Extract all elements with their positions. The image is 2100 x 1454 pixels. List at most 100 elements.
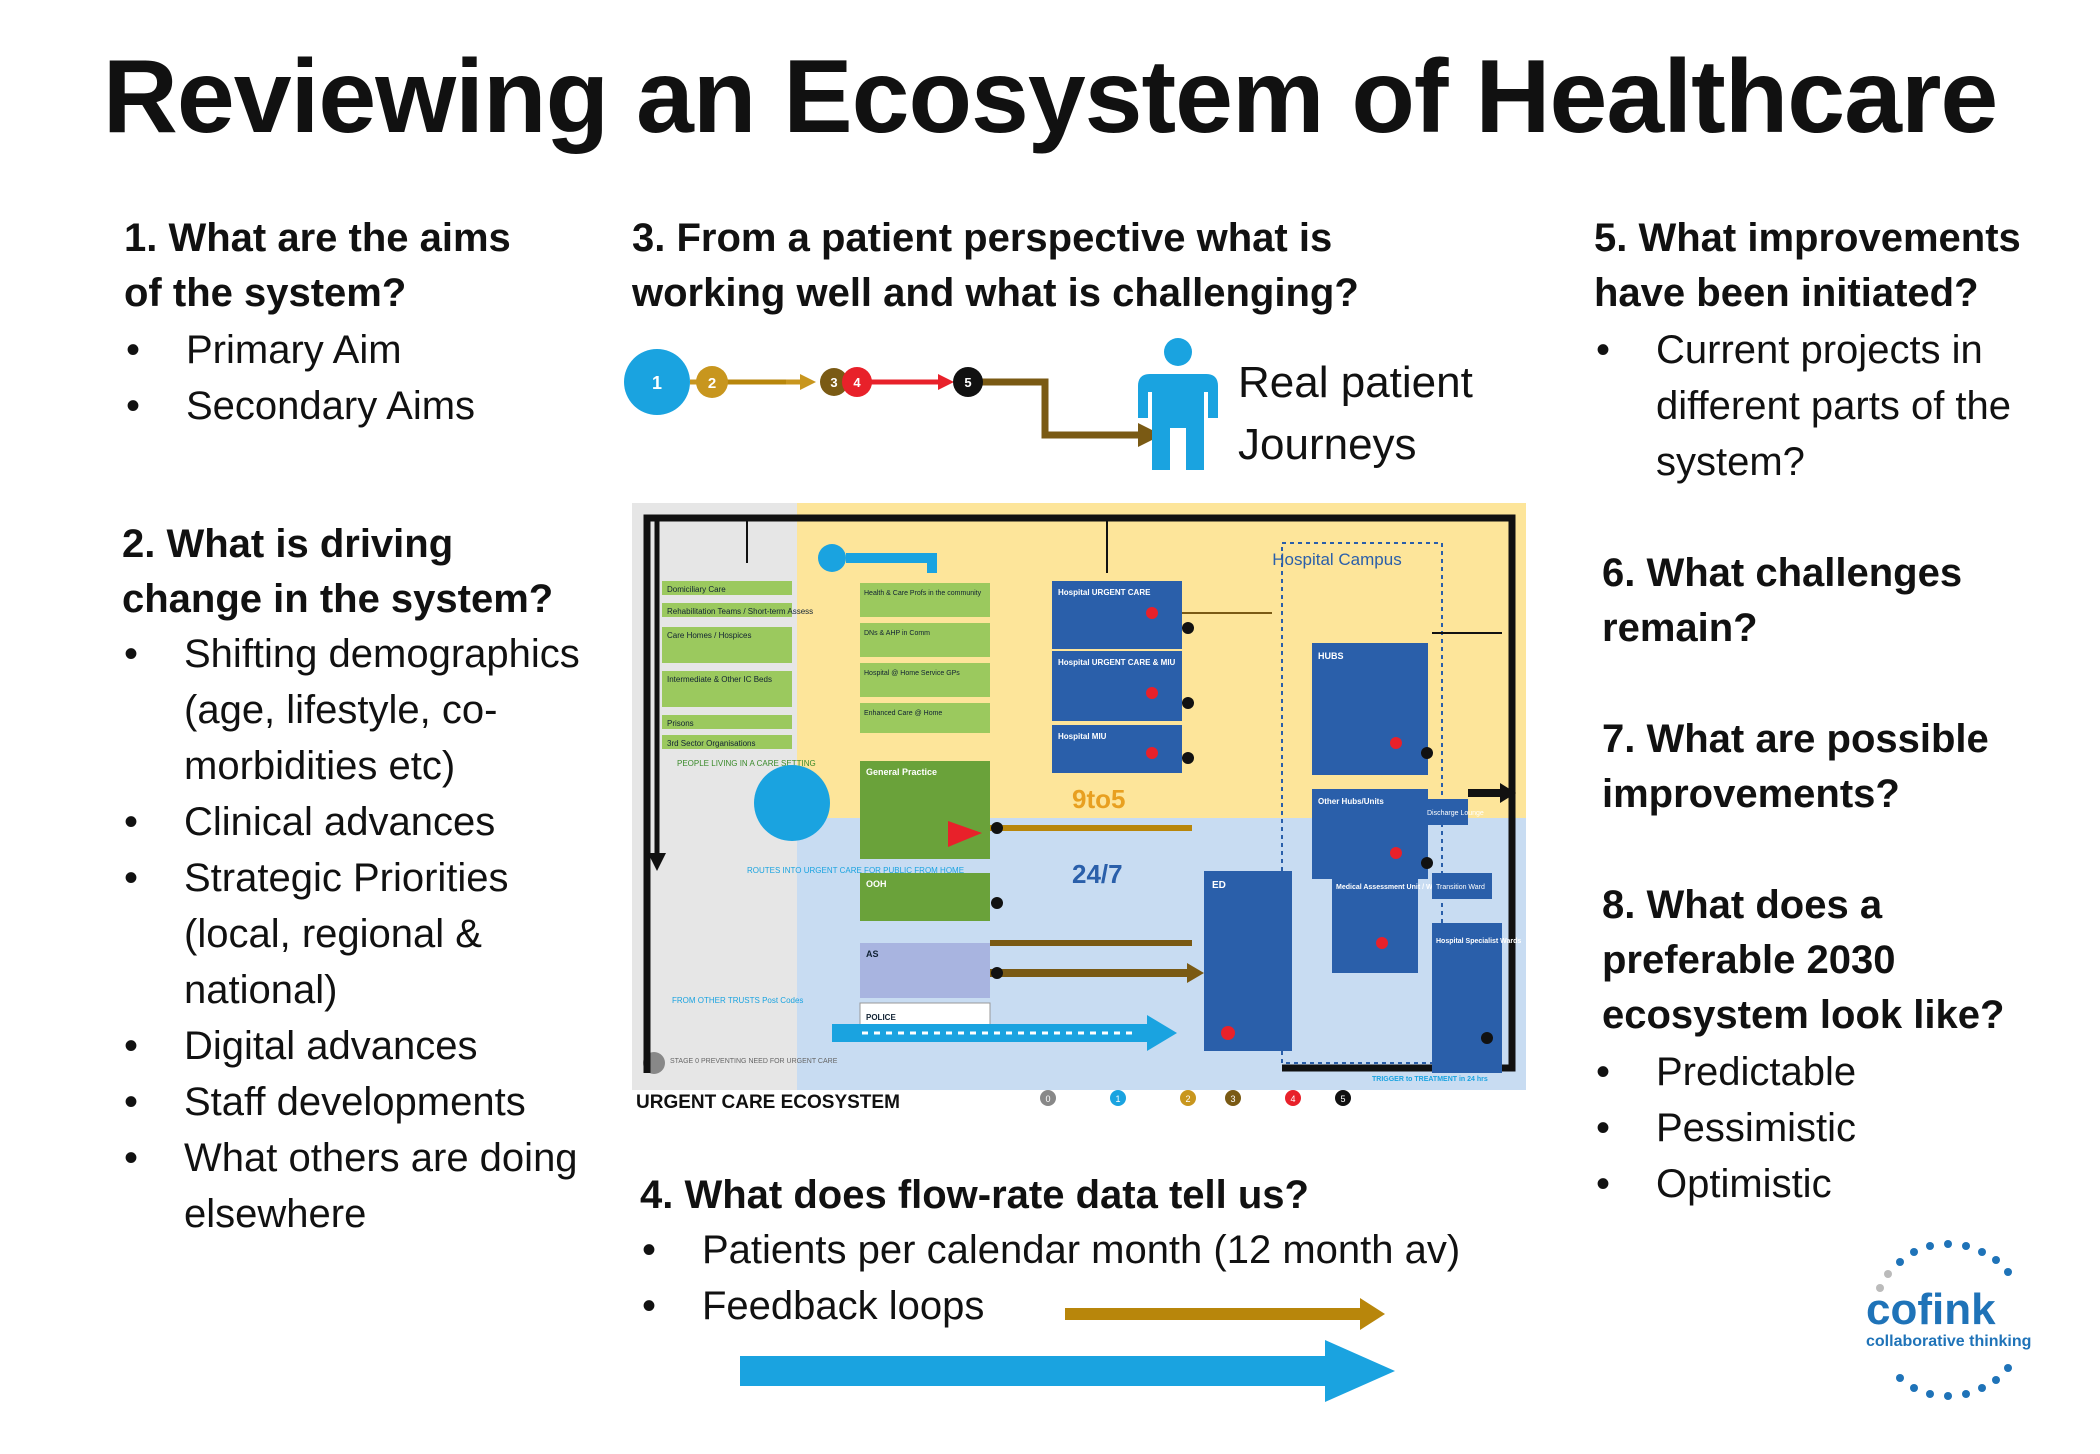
- list-item: What others are doing elsewhere: [122, 1130, 582, 1242]
- svg-text:3: 3: [1230, 1094, 1235, 1104]
- svg-text:DNs & AHP in Comm: DNs & AHP in Comm: [864, 630, 930, 637]
- transition-ward-label: Transition Ward: [1436, 884, 1485, 891]
- svg-text:Hospital MIU: Hospital MIU: [1058, 732, 1107, 741]
- journey-step-4: 4: [842, 367, 872, 397]
- list-item: Strategic Priorities (local, regional & …: [122, 850, 582, 1018]
- page-title: Reviewing an Ecosystem of Healthcare: [102, 39, 1999, 155]
- svg-text:1: 1: [1115, 1094, 1120, 1104]
- logo-tagline: collaborative thinking: [1866, 1333, 2032, 1350]
- svg-text:ED: ED: [1212, 880, 1226, 891]
- list-item: Feedback loops: [640, 1278, 1520, 1334]
- section-5-list: Current projects in different parts of t…: [1594, 322, 2034, 490]
- hospital-specialist-wards-box: [1432, 923, 1502, 1073]
- svg-text:Hospital URGENT CARE: Hospital URGENT CARE: [1058, 588, 1151, 597]
- svg-text:4: 4: [853, 375, 861, 390]
- list-item: Primary Aim: [124, 322, 604, 378]
- list-item: Optimistic: [1594, 1156, 2034, 1212]
- heading-line: of the system?: [124, 271, 407, 315]
- journey-step-2: 2: [696, 366, 728, 398]
- logo-wordmark: cofink: [1866, 1285, 1996, 1334]
- svg-text:4: 4: [1290, 1094, 1295, 1104]
- journey-caption: Real patient Journeys: [1238, 352, 1473, 476]
- heading-line: 1. What are the aims: [124, 216, 511, 260]
- list-item: Pessimistic: [1594, 1100, 2034, 1156]
- svg-text:HUBS: HUBS: [1318, 651, 1344, 661]
- section-5-heading: 5. What improvements have been initiated…: [1594, 211, 2021, 321]
- svg-text:Domiciliary Care: Domiciliary Care: [667, 585, 726, 594]
- community-rows: Health & Care Profs in the community DNs…: [860, 583, 990, 733]
- section-4-heading: 4. What does flow-rate data tell us?: [640, 1173, 1309, 1217]
- medical-assessment-unit-box: [1332, 873, 1418, 973]
- svg-text:5: 5: [964, 375, 971, 390]
- nine-to-five-label: 9to5: [1072, 784, 1125, 814]
- patient-figure-icon: [1138, 338, 1218, 470]
- heading-line: 5. What improvements: [1594, 216, 2021, 260]
- section-8-heading: 8. What does a preferable 2030 ecosystem…: [1602, 878, 2004, 1043]
- svg-text:1: 1: [652, 373, 662, 393]
- heading-line: improvements?: [1602, 772, 1900, 816]
- svg-text:Prisons: Prisons: [667, 719, 694, 728]
- heading-line: preferable 2030: [1602, 938, 1896, 982]
- section-6-heading: 6. What challenges remain?: [1602, 546, 1962, 656]
- journey-step-5: 5: [953, 367, 983, 397]
- section-1-list: Primary Aim Secondary Aims: [124, 322, 604, 434]
- feedback-loop-arrows: [740, 1298, 1395, 1402]
- routes-into-label: ROUTES INTO URGENT CARE FOR PUBLIC FROM …: [747, 866, 964, 875]
- svg-text:Medical Assessment Unit / Ward: Medical Assessment Unit / Ward: [1336, 884, 1443, 891]
- list-item: Staff developments: [122, 1074, 582, 1130]
- hospital-campus-label: Hospital Campus: [1272, 550, 1401, 569]
- journey-step-3: 3: [820, 368, 848, 396]
- heading-line: 8. What does a: [1602, 883, 1883, 927]
- people-living-label: PEOPLE LIVING IN A CARE SETTING: [677, 759, 816, 768]
- svg-text:Hospital Specialist Wards: Hospital Specialist Wards: [1436, 938, 1521, 945]
- hospital-miu-box: [1052, 725, 1182, 773]
- heading-line: 6. What challenges: [1602, 551, 1963, 595]
- svg-text:Other Hubs/Units: Other Hubs/Units: [1318, 797, 1384, 806]
- list-item: Secondary Aims: [124, 378, 604, 434]
- heading-line: ecosystem look like?: [1602, 993, 2005, 1037]
- heading-line: 7. What are possible: [1602, 717, 1989, 761]
- general-practice-box: [860, 761, 990, 859]
- svg-text:AS: AS: [866, 949, 879, 959]
- section-4-list: Patients per calendar month (12 month av…: [640, 1222, 1520, 1334]
- section-3-heading: 3. From a patient perspective what is wo…: [632, 211, 1359, 321]
- journey-step-1: 1: [624, 349, 690, 415]
- svg-text:3: 3: [830, 375, 837, 390]
- svg-text:Hospital @ Home Service GPs: Hospital @ Home Service GPs: [864, 670, 960, 677]
- list-item: Clinical advances: [122, 794, 582, 850]
- list-item: Patients per calendar month (12 month av…: [640, 1222, 1520, 1278]
- section-7-heading: 7. What are possible improvements?: [1602, 712, 1989, 822]
- section-1-heading: 1. What are the aims of the system?: [124, 211, 511, 321]
- as-box: [860, 943, 990, 998]
- list-item: Current projects in different parts of t…: [1594, 322, 2034, 490]
- svg-text:Health & Care Profs in the com: Health & Care Profs in the community: [864, 590, 982, 597]
- heading-line: have been initiated?: [1594, 271, 1979, 315]
- svg-text:2: 2: [708, 375, 716, 392]
- cofink-logo-icon: [1876, 1240, 2012, 1400]
- svg-text:OOH: OOH: [866, 879, 887, 889]
- hubs-box: [1312, 643, 1428, 775]
- section-2-heading: 2. What is driving change in the system?: [122, 517, 553, 627]
- heading-line: working well and what is challenging?: [632, 271, 1359, 315]
- urgent-care-ecosystem-map: Hospital Campus Domiciliary Care Rehabil…: [632, 503, 1526, 1090]
- ecosystem-caption: URGENT CARE ECOSYSTEM: [636, 1092, 900, 1113]
- list-item: Digital advances: [122, 1018, 582, 1074]
- hospital-urgent-care-box: [1052, 581, 1182, 649]
- heading-line: remain?: [1602, 606, 1758, 650]
- trigger-label: TRIGGER to TREATMENT in 24 hrs: [1372, 1076, 1488, 1083]
- section-2-list: Shifting demographics (age, lifestyle, c…: [122, 626, 582, 1242]
- svg-text:3rd Sector Organisations: 3rd Sector Organisations: [667, 739, 756, 748]
- from-other-trusts-label: FROM OTHER TRUSTS Post Codes: [672, 996, 803, 1005]
- discharge-lounge-label: Discharge Lounge: [1427, 810, 1484, 817]
- heading-line: 3. From a patient perspective what is: [632, 216, 1333, 260]
- svg-text:5: 5: [1340, 1094, 1345, 1104]
- list-item: Predictable: [1594, 1044, 2034, 1100]
- journey-line: Journeys: [1238, 420, 1417, 469]
- svg-text:Care Homes / Hospices: Care Homes / Hospices: [667, 631, 751, 640]
- left-care-rows: Domiciliary Care Rehabilitation Teams / …: [662, 581, 813, 749]
- stage0-label: STAGE 0 PREVENTING NEED FOR URGENT CARE: [670, 1058, 838, 1065]
- svg-text:General Practice: General Practice: [866, 767, 937, 777]
- hospital-urgent-care-miu-box: [1052, 651, 1182, 721]
- svg-text:2: 2: [1185, 1094, 1190, 1104]
- cyan-flow-arrow: [740, 1340, 1395, 1402]
